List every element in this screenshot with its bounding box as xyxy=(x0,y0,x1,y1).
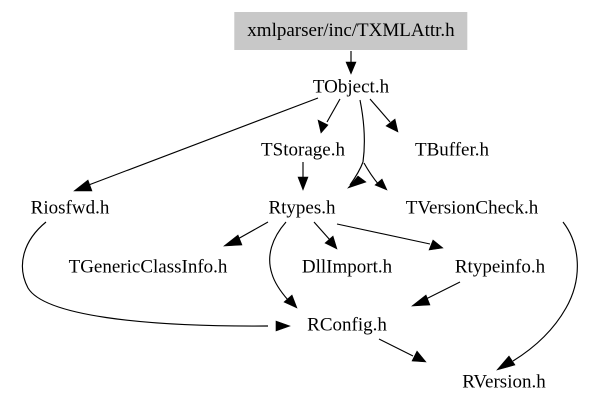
node-dllimport-h[interactable]: DllImport.h xyxy=(301,256,393,278)
edge-rtypes-to-tgenericclassinfo xyxy=(223,221,269,247)
node-tbuffer-h[interactable]: TBuffer.h xyxy=(414,139,490,161)
node-riosfwd-h[interactable]: Riosfwd.h xyxy=(30,197,110,219)
edge-tobject-to-rtypes xyxy=(347,99,367,189)
node-tgenericclassinfo-h[interactable]: TGenericClassInfo.h xyxy=(68,256,228,278)
node-rtypes-h[interactable]: Rtypes.h xyxy=(268,197,336,219)
edge-tobject-to-tstorage xyxy=(317,98,341,134)
node-tobject-h[interactable]: TObject.h xyxy=(312,76,390,98)
edge-rtypes-to-rconfig xyxy=(269,221,298,309)
node-rconfig-h[interactable]: RConfig.h xyxy=(307,314,387,336)
edge-rtypes-to-dllimport xyxy=(313,221,338,250)
edge-root-to-tobject xyxy=(345,51,357,75)
node-tstorage-h[interactable]: TStorage.h xyxy=(261,139,345,161)
edge-rtypeinfo-to-rconfig xyxy=(411,281,461,307)
node-rversion-h[interactable]: RVersion.h xyxy=(462,371,546,393)
edge-tobject-to-tbuffer xyxy=(369,98,399,133)
edge-tstorage-to-rtypes xyxy=(297,162,309,191)
node-root-xmlparser-inc-txmlattr-h[interactable]: xmlparser/inc/TXMLAttr.h xyxy=(234,12,468,50)
node-rtypeinfo-h[interactable]: Rtypeinfo.h xyxy=(454,256,546,278)
edge-tversioncheck-to-rversion xyxy=(496,221,578,371)
edge-tobject-to-riosfwd xyxy=(73,97,319,192)
edge-rtypes-to-rtypeinfo xyxy=(336,223,444,251)
edge-rconfig-to-rversion xyxy=(378,338,427,363)
node-tversioncheck-h[interactable]: TVersionCheck.h xyxy=(405,197,539,219)
edge-tobject-to-tversioncheck xyxy=(363,162,388,191)
edge-riosfwd-to-rconfig xyxy=(21,221,291,332)
